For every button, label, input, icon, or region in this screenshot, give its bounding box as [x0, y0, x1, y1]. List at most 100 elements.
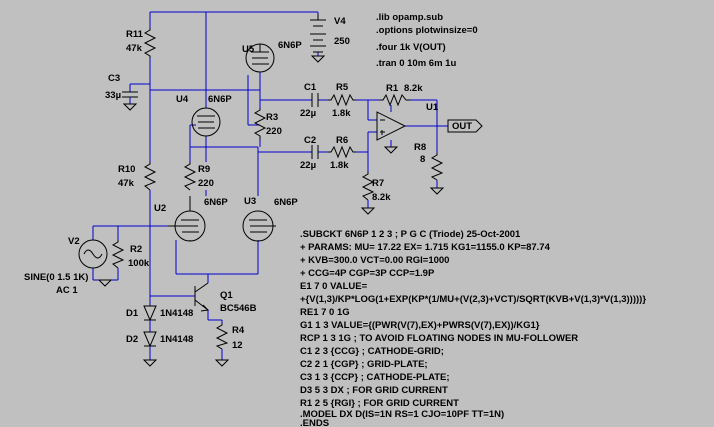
netlist-line: E1 7 0 VALUE=	[300, 281, 368, 292]
capacitors	[122, 91, 319, 159]
directive-line: .tran 0 10m 6m 1u	[376, 58, 456, 69]
u3-ref: U3	[244, 196, 256, 207]
r11-body	[143, 28, 157, 58]
component-labels: R11 47k C3 33µ R10 47k U4 6N6P U5 6N6P V…	[24, 16, 439, 351]
r3-ref: R3	[266, 112, 278, 123]
r8-ref: R8	[414, 142, 426, 153]
v4-battery	[310, 14, 326, 53]
v4-value: 250	[334, 36, 350, 47]
opamp-u1	[376, 111, 407, 141]
r11-value: 47k	[126, 43, 143, 54]
r7-body	[361, 172, 375, 201]
u5-ref: U5	[242, 44, 255, 55]
r1-ref: R1	[386, 83, 399, 94]
c2-ref: C2	[304, 135, 316, 146]
triode-u4	[191, 107, 221, 137]
c3-ref: C3	[108, 73, 120, 84]
r9-ref: R9	[198, 164, 210, 175]
c3-value: 33µ	[105, 90, 121, 101]
r11-ref: R11	[126, 29, 144, 40]
netlist-line: C3 1 3 {CCP} ; CATHODE-PLATE;	[300, 372, 450, 383]
r1-body	[380, 93, 410, 107]
transistor-q1	[194, 282, 210, 312]
r8-body	[430, 153, 444, 181]
v4-ref: V4	[334, 16, 346, 27]
netlist-line: RE1 7 0 1G	[300, 307, 350, 318]
d2-value: 1N4148	[160, 334, 193, 345]
r9-body	[183, 162, 197, 191]
out-port: OUT	[447, 119, 483, 133]
r1-value: 8.2k	[404, 83, 423, 94]
r6-value: 1.8k	[330, 160, 349, 171]
wires	[92, 11, 448, 360]
netlist-line: RCP 1 3 1G ; TO AVOID FLOATING NODES IN …	[300, 333, 578, 344]
u4-ref: U4	[176, 94, 189, 105]
netlist-line: + PARAMS: MU= 17.22 EX= 1.715 KG1=1155.0…	[300, 242, 551, 253]
diode-d1	[143, 305, 157, 322]
r5-ref: R5	[336, 82, 349, 93]
r2-body	[111, 240, 125, 269]
d1-ref: D1	[126, 308, 139, 319]
netlist-line: + CCG=4P CGP=3P CCP=1.9P	[300, 268, 435, 279]
triode-u2	[168, 196, 206, 242]
q1-value: BC546B	[220, 303, 257, 314]
r3-body	[253, 108, 267, 140]
netlist-line: + KVB=300.0 VCT=0.00 RGI=1000	[300, 255, 449, 266]
netlist-line: +{V(1,3)/KP*LOG(1+EXP(KP*(1/MU+(V(2,3)+V…	[300, 294, 646, 305]
r4-ref: R4	[232, 325, 245, 336]
directive-line: .options plotwinsize=0	[376, 25, 478, 36]
netlist-line: D3 5 3 DX ; FOR GRID CURRENT	[300, 385, 448, 396]
r4-body	[215, 323, 229, 350]
d1-value: 1N4148	[160, 308, 193, 319]
r3-value: 220	[266, 126, 282, 137]
v2-sine-source	[78, 239, 108, 269]
d2-ref: D2	[126, 334, 138, 345]
v2-ref: V2	[68, 236, 80, 247]
diode-d2	[143, 331, 157, 348]
r9-value: 220	[198, 178, 214, 189]
netlist-line: G1 1 3 VALUE={(PWR(V(7),EX)+PWRS(V(7),EX…	[300, 320, 540, 331]
c2-value: 22µ	[300, 160, 316, 171]
out-label: OUT	[452, 121, 472, 132]
u5-value: 6N6P	[278, 40, 302, 51]
r10-value: 47k	[118, 178, 135, 189]
r5-body	[328, 93, 356, 107]
r5-value: 1.8k	[332, 108, 351, 119]
triode-u3	[242, 210, 276, 242]
q1-ref: Q1	[220, 290, 233, 301]
netlist-line: .MODEL DX D(IS=1N RS=1 CJO=10PF TT=1N)	[300, 409, 504, 420]
u2-ref: U2	[154, 203, 166, 214]
subckt-netlist: .SUBCKT 6N6P 1 2 3 ; P G C (Triode) 25-O…	[300, 229, 646, 427]
r6-body	[328, 145, 356, 159]
netlist-line: .ENDS	[300, 418, 329, 427]
v2-value: SINE(0 1.5 1K)	[24, 272, 88, 283]
netlist-line: C1 2 3 {CCG} ; CATHODE-GRID;	[300, 346, 444, 357]
directive-line: .lib opamp.sub	[376, 12, 443, 23]
resistors	[111, 28, 444, 350]
c1-value: 22µ	[300, 108, 316, 119]
r2-value: 100k	[128, 258, 150, 269]
triode-u5	[245, 43, 275, 73]
r7-ref: R7	[372, 178, 384, 189]
r4-value: 12	[232, 340, 243, 351]
r2-ref: R2	[130, 244, 142, 255]
r6-ref: R6	[336, 135, 348, 146]
netlist-line: R1 2 5 {RGI} ; FOR GRID CURRENT	[300, 398, 459, 409]
r10-body	[143, 162, 157, 191]
c1-symbol	[311, 93, 319, 107]
r10-ref: R10	[118, 164, 135, 175]
r7-value: 8.2k	[372, 192, 391, 203]
directives-top: .lib opamp.sub .options plotwinsize=0 .f…	[376, 12, 478, 69]
u4-value: 6N6P	[208, 94, 232, 105]
u3-value: 6N6P	[274, 197, 298, 208]
u2-value: 6N6P	[204, 197, 228, 208]
netlist-line: .SUBCKT 6N6P 1 2 3 ; P G C (Triode) 25-O…	[300, 229, 521, 240]
v2-ac: AC 1	[56, 285, 78, 296]
directive-line: .four 1k V(OUT)	[376, 42, 446, 53]
r8-value: 8	[420, 154, 425, 165]
netlist-line: C2 2 1 {CGP} ; GRID-PLATE;	[300, 359, 428, 370]
ground-symbols	[97, 55, 445, 367]
c2-symbol	[311, 145, 319, 159]
